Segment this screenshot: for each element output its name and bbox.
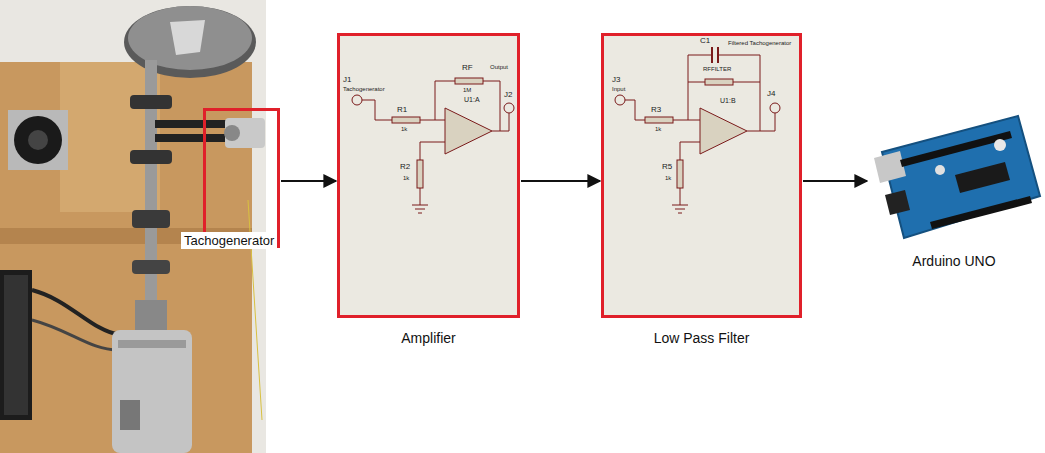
diagram-node: Low Pass Filter [601, 33, 802, 318]
node-label: Arduino UNO [909, 252, 998, 270]
node-label: Tachogenerator [181, 232, 277, 249]
schematic-label: R5 [662, 163, 672, 171]
filter-schematic [615, 47, 780, 213]
amplifier-schematic [352, 78, 514, 213]
schematic-label: U1:B [720, 97, 736, 104]
circuit-panels [337, 33, 802, 318]
diagram-node: Arduino UNO [868, 108, 1040, 243]
schematic-label: J4 [767, 90, 775, 98]
schematic-label: Tachogenerator [343, 86, 385, 92]
schematic-label: J2 [504, 91, 512, 99]
schematic-label: J1 [343, 76, 351, 84]
schematic-label: C1 [700, 37, 710, 45]
schematic-label: U1:A [464, 96, 480, 103]
schematic-label: Input [612, 86, 625, 92]
flow-arrow [803, 180, 867, 182]
schematic-label: 1k [655, 126, 661, 132]
schematic-label: 1k [403, 175, 409, 181]
schematic-label: R3 [651, 106, 661, 114]
schematic-label: RFFILTER [703, 66, 731, 72]
apparatus-photo [0, 0, 266, 453]
schematic-label: 1M [463, 87, 471, 93]
schematic-label: 1k [401, 126, 407, 132]
node-label: Low Pass Filter [651, 329, 753, 347]
arduino-board [874, 116, 1040, 238]
flow-arrow [281, 180, 336, 182]
diagram-node: Tachogenerator [203, 108, 280, 248]
schematic-label: Output [490, 64, 508, 70]
schematic-label: J3 [612, 76, 620, 84]
schematic-label: Filtered Tachogenerator [728, 40, 791, 46]
schematic-label: 1k [665, 175, 671, 181]
schematic-label: R1 [397, 106, 407, 114]
node-label: Amplifier [398, 329, 458, 347]
schematic-label: RF [462, 64, 473, 72]
diagram-node: Amplifier [337, 33, 520, 318]
schematic-label: R2 [400, 163, 410, 171]
flow-arrow [521, 180, 600, 182]
